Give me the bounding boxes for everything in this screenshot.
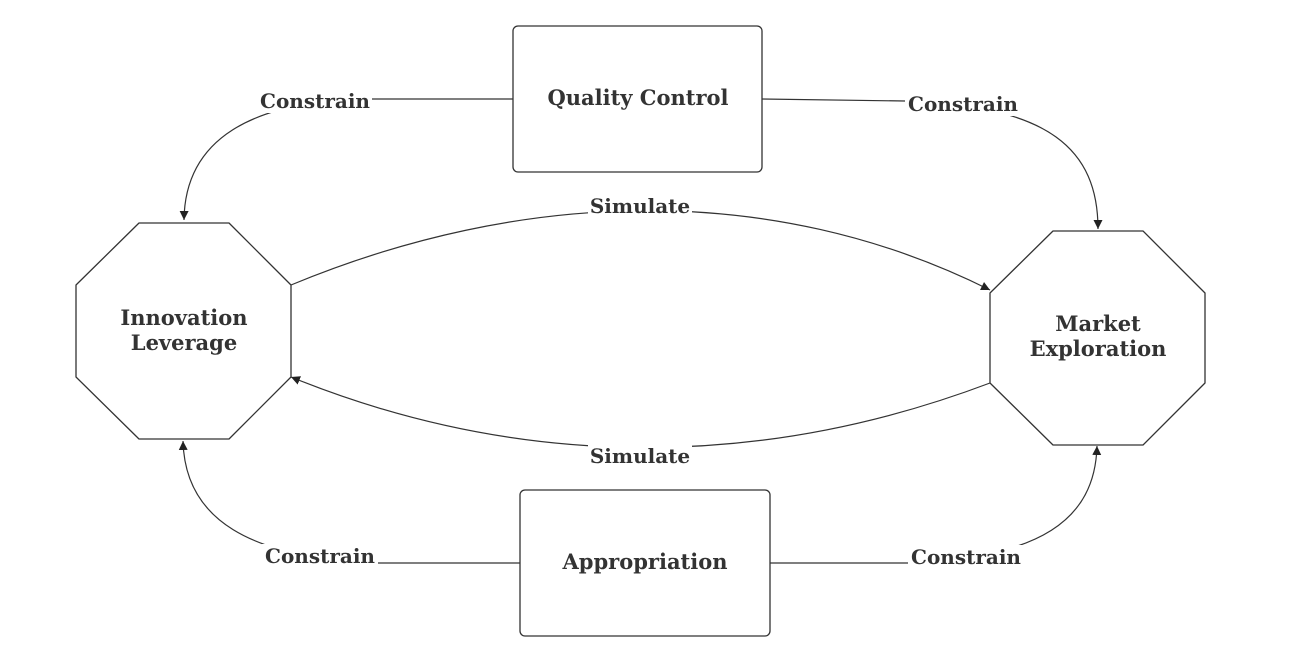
edge-label-qc-to-market: Constrain [905, 92, 1021, 116]
edge-qc-to-innovation [179, 98, 513, 221]
node-label-market-line1: Market [1055, 311, 1141, 336]
edge-label-qc-to-innovation: Constrain [258, 89, 372, 113]
edge-label-appropriation-to-market: Constrain [908, 545, 1024, 569]
svg-text:Constrain: Constrain [260, 89, 370, 113]
edge-label-market-to-innovation: Simulate [588, 444, 692, 468]
node-label-innovation-line2: Leverage [131, 330, 237, 355]
svg-text:Simulate: Simulate [590, 444, 690, 468]
node-label-market-line2: Exploration [1030, 336, 1167, 361]
edge-label-innovation-to-market: Simulate [588, 194, 692, 218]
edge-market-to-innovation [290, 376, 991, 449]
svg-text:Constrain: Constrain [265, 544, 375, 568]
edge-label-appropriation-to-innovation: Constrain [262, 544, 378, 568]
edge-qc-to-market [761, 98, 1103, 230]
node-innovation-leverage[interactable]: Innovation Leverage [75, 222, 292, 440]
svg-text:Simulate: Simulate [590, 194, 690, 218]
node-market-exploration[interactable]: Market Exploration [989, 230, 1206, 446]
node-appropriation[interactable]: Appropriation [519, 489, 771, 637]
svg-text:Constrain: Constrain [911, 545, 1021, 569]
edge-innovation-to-market [290, 210, 991, 291]
node-label-quality-control: Quality Control [547, 85, 728, 110]
node-label-innovation-line1: Innovation [120, 305, 247, 330]
svg-text:Constrain: Constrain [908, 92, 1018, 116]
node-quality-control[interactable]: Quality Control [512, 25, 763, 173]
node-label-appropriation: Appropriation [561, 549, 727, 574]
